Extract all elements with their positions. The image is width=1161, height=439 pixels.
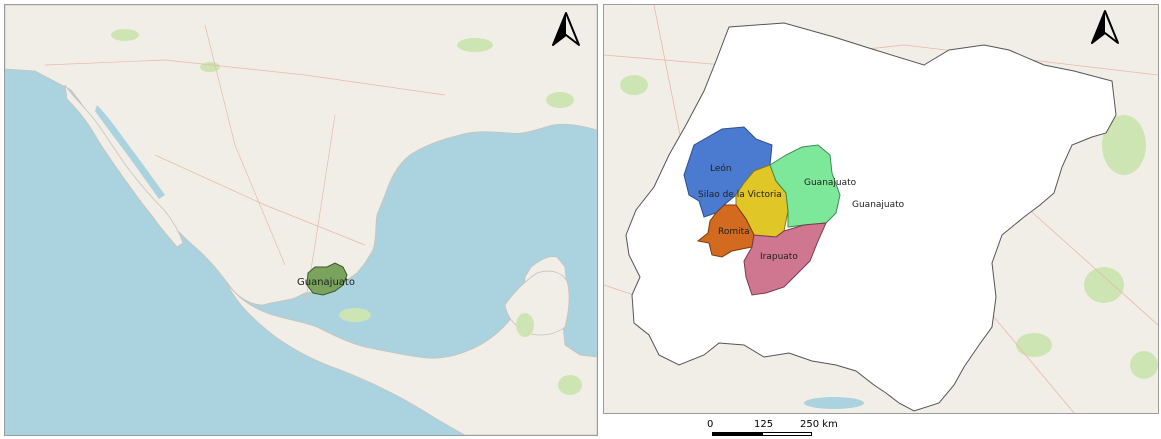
mexico-south	[226, 256, 597, 435]
municipality-label-irapuato: Irapuato	[760, 252, 798, 262]
vegetation-patch	[1102, 115, 1146, 175]
municipality-label-leon: León	[710, 163, 732, 174]
north-arrow-icon	[1091, 10, 1119, 44]
municipality-label-silao: Silao de la Victoria	[698, 190, 782, 200]
municipality-label-guanajuato: Guanajuato	[804, 178, 857, 188]
state-label: Guanajuato	[852, 200, 905, 210]
overview-map-canvas: Guanajuato	[5, 5, 597, 435]
north-arrow-icon	[552, 12, 580, 46]
scale-bar-segment-white	[762, 432, 812, 436]
scale-bar-segment-black	[712, 432, 762, 436]
gulf-of-california	[95, 105, 165, 199]
vegetation-patch	[516, 313, 534, 337]
vegetation-patch	[200, 62, 220, 72]
detail-map[interactable]: León Silao de la Victoria Guanajuato Rom…	[603, 4, 1159, 414]
municipality-label-romita: Romita	[718, 227, 750, 237]
vegetation-patch	[457, 38, 493, 52]
municipality-irapuato[interactable]	[743, 222, 827, 296]
guanajuato-highlight[interactable]	[306, 262, 348, 296]
vegetation-patch	[1016, 333, 1052, 357]
lake	[804, 397, 864, 409]
vegetation-patch	[1084, 267, 1124, 303]
scale-tick-0: 0	[707, 419, 714, 430]
municipality-romita[interactable]	[696, 204, 755, 258]
scale-tick-125: 125	[754, 419, 774, 430]
guanajuato-label: Guanajuato	[297, 277, 355, 288]
overview-map[interactable]: Guanajuato	[4, 4, 598, 436]
municipality-guanajuato[interactable]	[769, 144, 841, 228]
vegetation-patch	[620, 75, 648, 95]
guanajuato-state[interactable]	[625, 22, 1117, 412]
vegetation-patch	[1130, 351, 1158, 379]
vegetation-patch	[111, 29, 139, 41]
vegetation-patch	[558, 375, 582, 395]
vegetation-patch	[546, 92, 574, 108]
detail-map-canvas: León Silao de la Victoria Guanajuato Rom…	[604, 5, 1158, 413]
baja-california	[64, 84, 184, 248]
vegetation-patch	[339, 308, 371, 322]
scale-tick-250: 250 km	[800, 419, 838, 430]
road-network	[44, 24, 446, 306]
